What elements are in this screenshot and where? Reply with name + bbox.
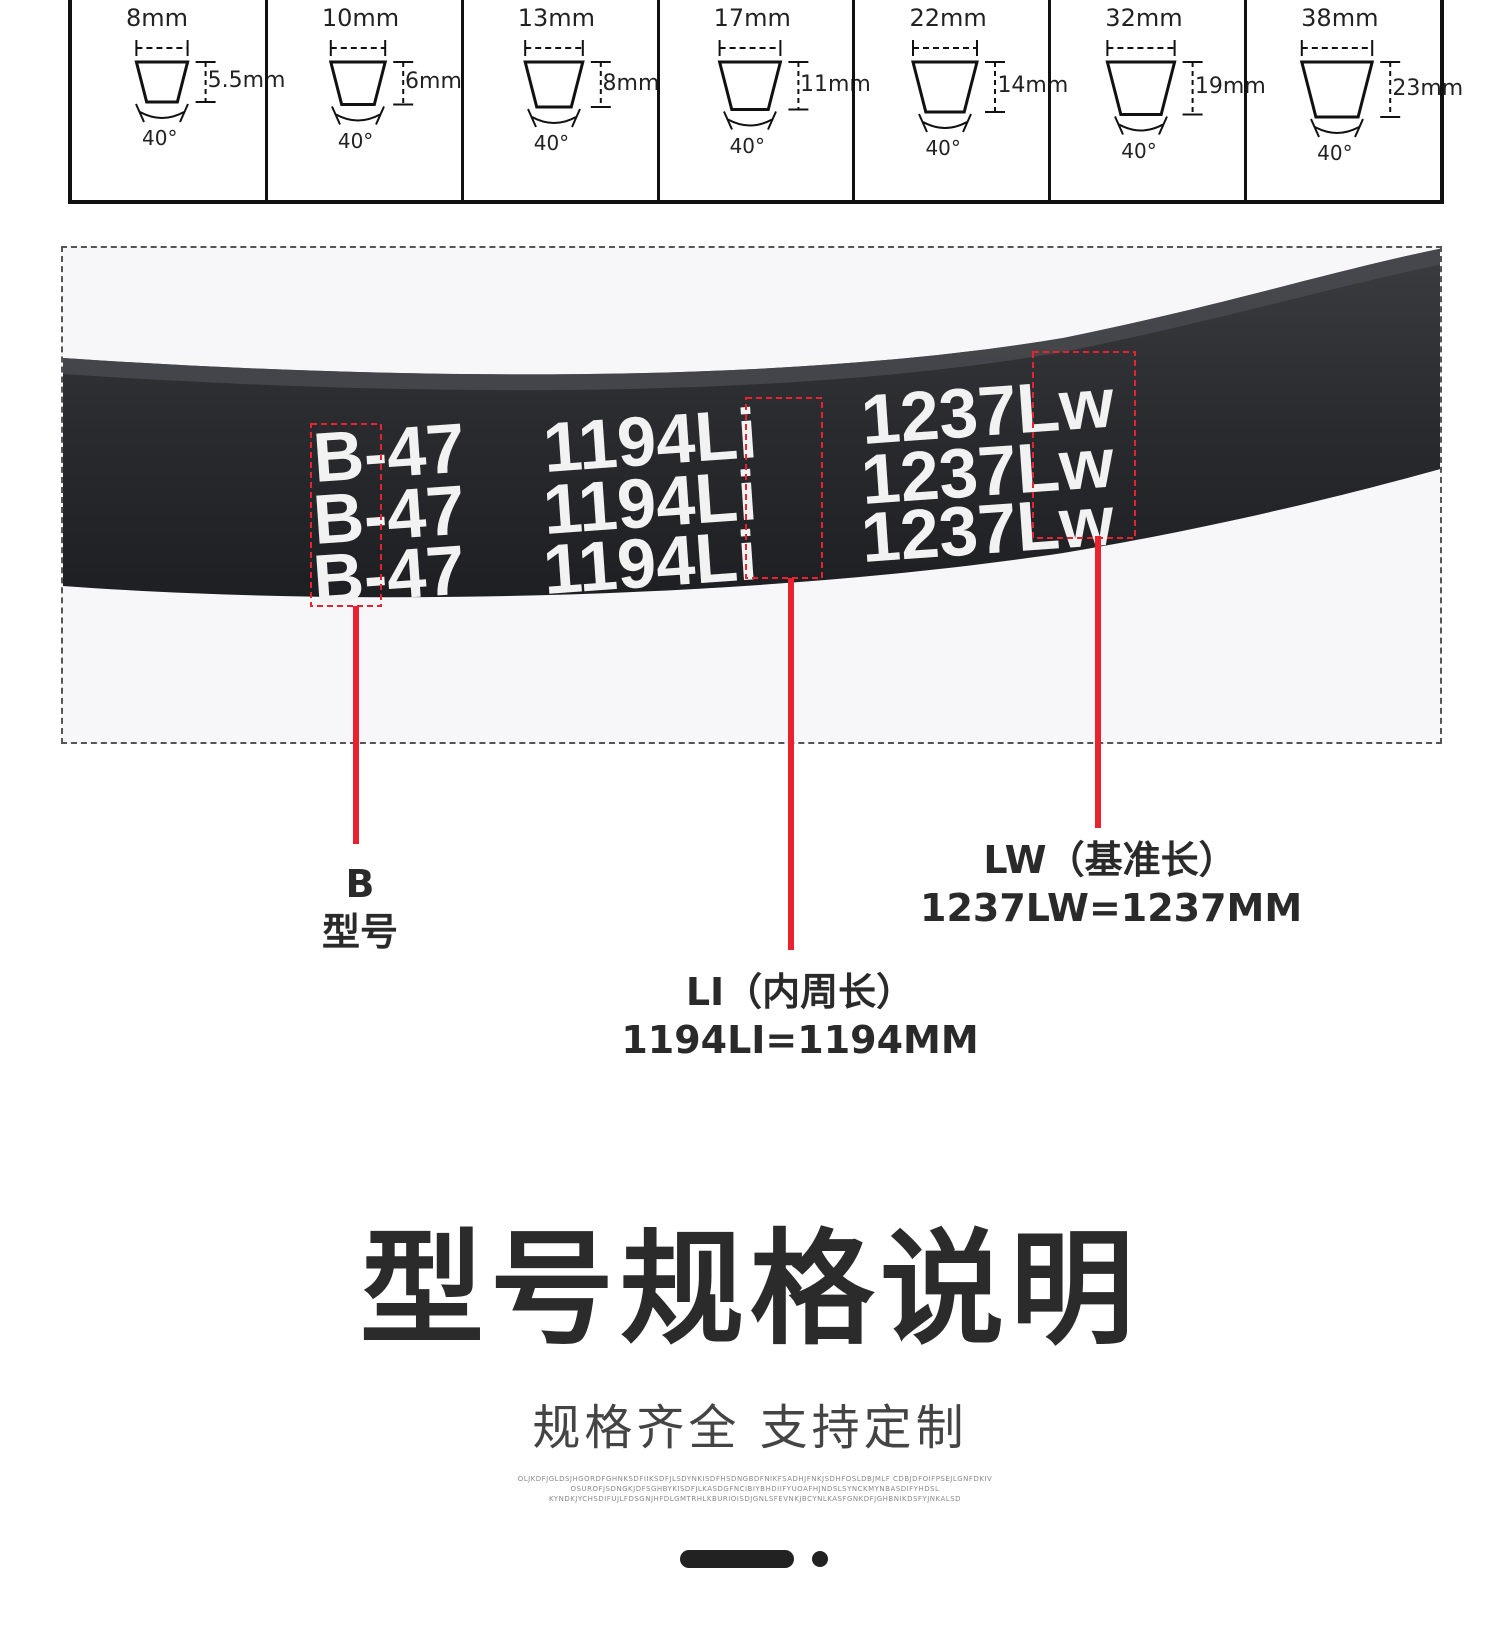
- trapezoid-section: [1105, 60, 1177, 116]
- belt-section-diagram: [328, 40, 414, 125]
- section-height-label: 8mm: [602, 70, 660, 96]
- angle-ray-left: [330, 106, 341, 125]
- section-width-label: 10mm: [321, 4, 400, 32]
- belt-lw-text: 1237Lw: [859, 363, 1117, 458]
- section-title: 型号规格说明: [359, 1218, 1140, 1362]
- belt-lw-text: 1237Lw: [859, 481, 1117, 576]
- angle-arc: [1314, 126, 1360, 134]
- spec-cell: 38mm 23mm 40°: [1244, 0, 1463, 200]
- section-height-label: 14mm: [997, 73, 1069, 98]
- section-height-label: 6mm: [405, 69, 462, 95]
- li-callout-title: LI（内周长）: [685, 970, 915, 1014]
- model-callout-desc: 型号: [321, 910, 398, 954]
- angle-ray-right: [1354, 118, 1365, 138]
- section-height-label: 5.5mm: [207, 68, 286, 93]
- angle-ray-left: [918, 113, 929, 133]
- trapezoid-section: [522, 60, 585, 109]
- li-highlight-box: [745, 397, 823, 579]
- belt-section-diagram: [717, 40, 808, 130]
- belt-lw-text: 1237Lw: [859, 423, 1117, 518]
- li-callout-line: [788, 578, 794, 950]
- angle-arc: [727, 118, 773, 127]
- lw-callout: LW（基准长） 1237LW=1237MM: [920, 836, 1303, 932]
- section-height-label: 23mm: [1392, 75, 1464, 101]
- angle-ray-right: [766, 111, 777, 130]
- li-callout-value: 1194LI=1194MM: [621, 1018, 979, 1062]
- angle-arc: [139, 111, 185, 119]
- angle-ray-right: [570, 108, 581, 128]
- section-angle-label: 40°: [925, 136, 961, 160]
- angle-ray-right: [179, 103, 189, 123]
- pager-dot[interactable]: [812, 1551, 828, 1567]
- angle-ray-right: [1158, 116, 1169, 135]
- angle-ray-left: [526, 108, 537, 128]
- decorative-fine-print: OLJKDFJGLDSJHGORDFGHNKSDFIIKSDFJLSDYNKIS…: [517, 1475, 993, 1503]
- belt-li-text: 1194Li: [541, 516, 760, 609]
- angle-ray-left: [135, 103, 145, 123]
- section-width-label: 8mm: [126, 4, 189, 32]
- section-width-label: 17mm: [713, 4, 791, 32]
- trapezoid-section: [911, 60, 980, 114]
- spec-cell: 17mm 11mm 40°: [656, 0, 871, 200]
- angle-ray-left: [722, 111, 733, 130]
- section-width-label: 13mm: [517, 4, 596, 32]
- section-angle-label: 40°: [533, 131, 570, 155]
- angle-arc: [922, 121, 968, 129]
- section-angle-label: 40°: [337, 128, 374, 153]
- angle-arc: [531, 116, 577, 124]
- li-callout: LI（内周长） 1194LI=1194MM: [620, 968, 980, 1064]
- model-highlight-box: [310, 423, 382, 607]
- spec-table: 8mm 5.5mm 40° 10mm 6mm 40° 13mm 8mm 40° 17mm 11mm 4…: [68, 0, 1463, 204]
- lw-callout-title: LW（基准长）: [983, 838, 1237, 882]
- belt-section-diagram: [911, 40, 1006, 133]
- section-angle-label: 40°: [1317, 141, 1353, 165]
- belt-section-diagram: [1300, 40, 1401, 138]
- trapezoid-section: [1300, 60, 1375, 119]
- trapezoid-section: [717, 60, 782, 111]
- section-angle-label: 40°: [142, 126, 178, 150]
- angle-ray-left: [1114, 116, 1125, 135]
- lw-highlight-box: [1032, 351, 1136, 539]
- pager-active-indicator[interactable]: [680, 1550, 794, 1568]
- section-width-label: 38mm: [1301, 4, 1379, 32]
- belt-section-diagram: [522, 40, 611, 128]
- spec-cell: 32mm 19mm 40°: [1048, 0, 1266, 200]
- spec-cell: 10mm 6mm 40°: [264, 0, 462, 200]
- spec-cell: 13mm 8mm 40°: [460, 0, 660, 200]
- model-callout-line: [353, 606, 359, 844]
- section-angle-label: 40°: [1121, 138, 1157, 163]
- section-subtitle: 规格齐全 支持定制: [532, 1400, 968, 1456]
- angle-ray-right: [374, 106, 385, 125]
- belt-model-text: B-47: [311, 471, 468, 559]
- belt-top-edge: [63, 248, 1440, 391]
- trapezoid-section: [328, 60, 387, 106]
- belt-section-diagram: [134, 40, 216, 123]
- section-width-label: 22mm: [909, 4, 987, 32]
- trapezoid-section: [134, 60, 190, 104]
- angle-arc: [1118, 123, 1164, 132]
- section-width-label: 32mm: [1105, 4, 1183, 32]
- belt-section-diagram: [1105, 40, 1203, 135]
- belt-model-text: B-47: [311, 531, 468, 619]
- spec-cell: 8mm 5.5mm 40°: [72, 0, 285, 200]
- belt-li-text: 1194Li: [541, 394, 760, 487]
- angle-ray-right: [962, 113, 973, 133]
- lw-callout-value: 1237LW=1237MM: [920, 886, 1303, 930]
- section-height-label: 19mm: [1194, 74, 1266, 100]
- angle-ray-left: [1310, 118, 1321, 138]
- lw-callout-line: [1095, 536, 1101, 828]
- model-callout-code: B: [345, 862, 375, 906]
- spec-cell: 22mm 14mm 40°: [852, 0, 1068, 200]
- section-height-label: 11mm: [799, 71, 871, 97]
- belt-li-text: 1194Li: [541, 456, 760, 549]
- section-angle-label: 40°: [729, 133, 766, 158]
- angle-arc: [335, 113, 381, 122]
- model-callout: B 型号: [300, 860, 420, 956]
